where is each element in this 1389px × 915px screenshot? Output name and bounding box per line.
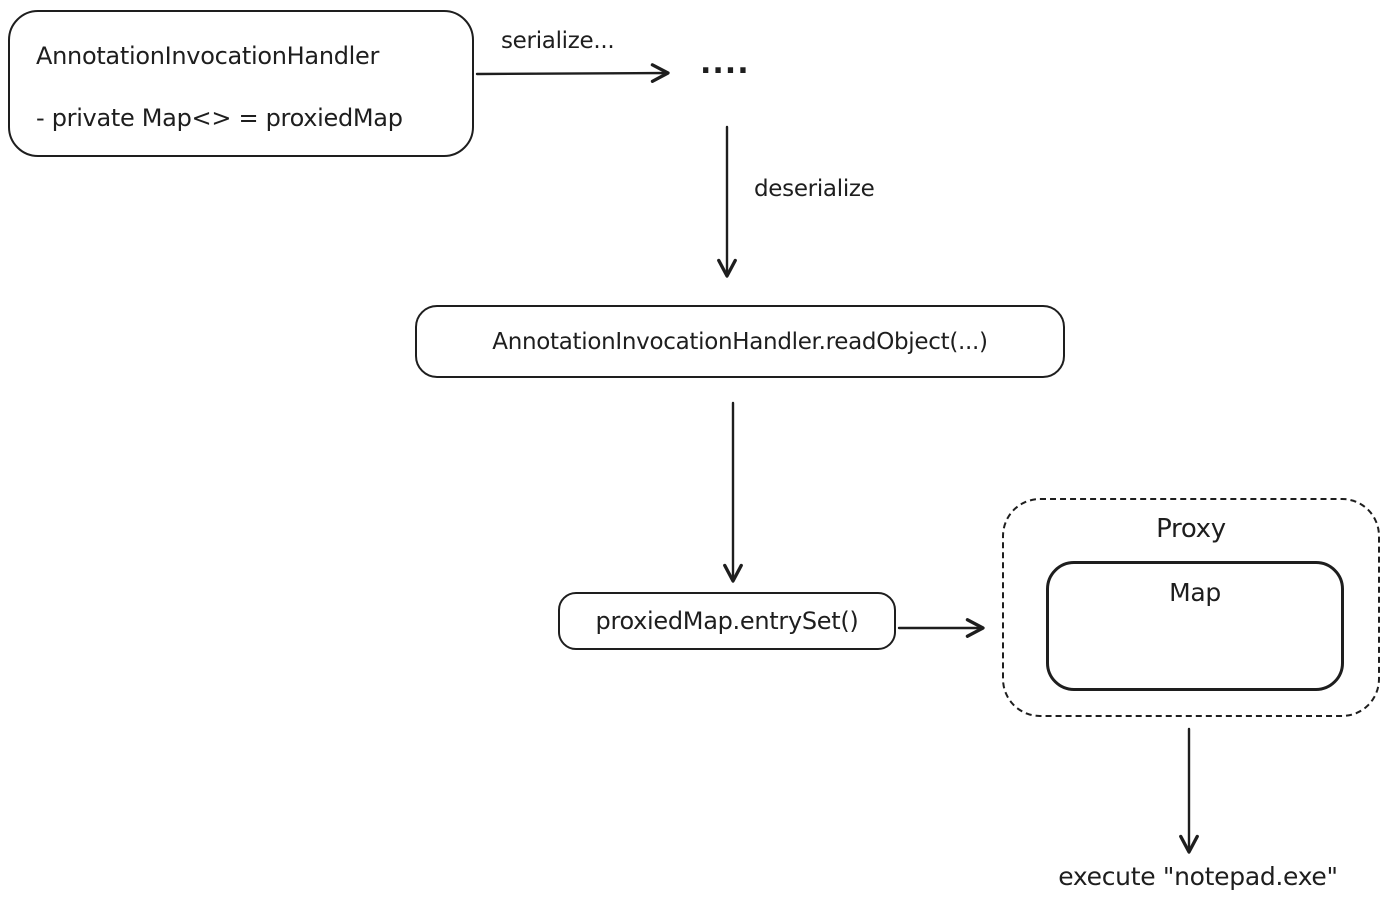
entry-set-box: proxiedMap.entrySet() [558, 592, 896, 650]
entry-set-label: proxiedMap.entrySet() [595, 607, 859, 635]
serialize-label: serialize... [501, 28, 615, 54]
read-object-box: AnnotationInvocationHandler.readObject(.… [415, 305, 1065, 378]
map-box: Map [1046, 561, 1344, 691]
handler-box-title: AnnotationInvocationHandler [36, 41, 380, 70]
execute-notepad-label: execute "notepad.exe" [1058, 862, 1338, 891]
map-label: Map [1169, 578, 1221, 607]
proxy-label: Proxy [1156, 514, 1226, 544]
read-object-label: AnnotationInvocationHandler.readObject(.… [492, 328, 988, 355]
handler-box-field: - private Map<> = proxiedMap [36, 103, 403, 132]
annotation-invocation-handler-box: AnnotationInvocationHandler - private Ma… [8, 10, 474, 157]
proxy-box: Proxy [1002, 498, 1380, 717]
deserialize-label: deserialize [754, 176, 875, 202]
serialize-arrow [475, 63, 670, 83]
serialized-data-dots: .... [700, 46, 750, 81]
